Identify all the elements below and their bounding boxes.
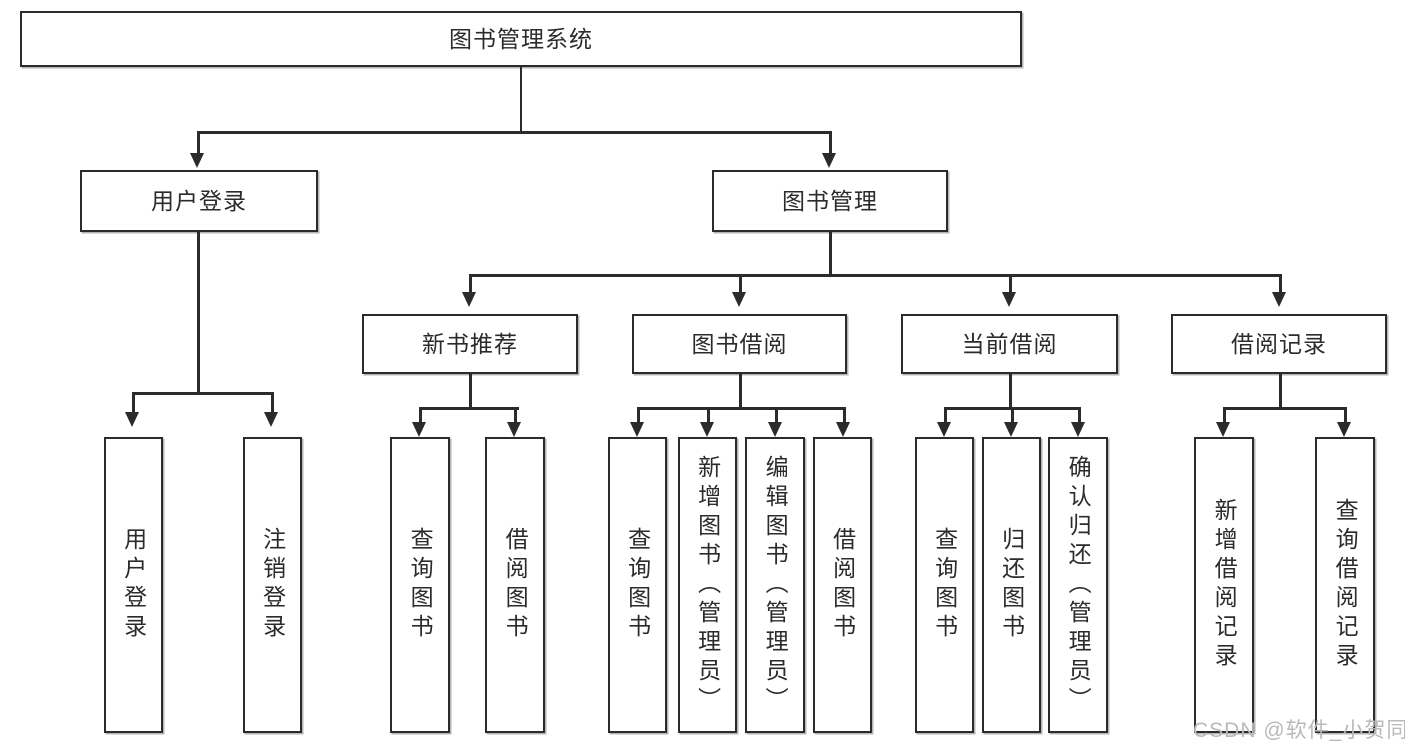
connector-bm-to-book-borrow xyxy=(739,274,742,294)
arrow-borrow-records-leaf-2 xyxy=(1337,422,1351,437)
node-root-library-management-system[interactable]: 图书管理系统 xyxy=(20,11,1022,67)
leaf-new-book-query-books[interactable]: 查询图书 xyxy=(390,437,450,733)
connector-book-borrow-leaf-4 xyxy=(843,407,846,424)
arrow-root-to-book-management xyxy=(822,153,836,168)
connector-book-borrow-leaf-3 xyxy=(775,407,778,424)
connector-root-to-book-management xyxy=(829,131,832,155)
connector-current-borrow-down xyxy=(1009,374,1012,409)
arrow-book-borrow-leaf-3 xyxy=(768,422,782,437)
connector-current-borrow-leaf-3 xyxy=(1078,407,1081,424)
connector-borrow-records-leaf-1 xyxy=(1223,407,1226,424)
leaf-current-borrow-confirm-return-admin[interactable]: 确认归还（管理员） xyxy=(1048,437,1108,733)
arrow-current-borrow-leaf-1 xyxy=(937,422,951,437)
connector-book-management-down xyxy=(829,232,832,276)
connector-book-management-bus xyxy=(470,274,1280,277)
leaf-current-borrow-query-books[interactable]: 查询图书 xyxy=(915,437,974,733)
leaf-book-borrow-add-book-admin[interactable]: 新增图书（管理员） xyxy=(678,437,737,733)
arrow-new-book-leaf-2 xyxy=(507,422,521,437)
connector-borrow-records-leaf-2 xyxy=(1344,407,1347,424)
connector-new-book-leaf-2 xyxy=(514,407,517,424)
node-user-login[interactable]: 用户登录 xyxy=(80,170,318,232)
connector-user-login-bus xyxy=(133,392,273,395)
connector-bm-to-current-borrow xyxy=(1009,274,1012,294)
node-new-book-recommend[interactable]: 新书推荐 xyxy=(362,314,578,374)
watermark-csdn: CSDN @软件_小贺同学 xyxy=(1193,719,1405,742)
connector-current-borrow-leaf-1 xyxy=(944,407,947,424)
connector-user-login-down xyxy=(197,232,200,394)
node-current-borrow[interactable]: 当前借阅 xyxy=(901,314,1118,374)
arrow-user-login-leaf-2 xyxy=(264,412,278,427)
connector-new-book-leaf-1 xyxy=(419,407,422,424)
connector-bm-to-borrow-records xyxy=(1279,274,1282,294)
leaf-book-borrow-borrow-books[interactable]: 借阅图书 xyxy=(813,437,872,733)
connector-root-to-user-login xyxy=(197,131,200,155)
arrow-book-borrow-leaf-2 xyxy=(700,422,714,437)
node-borrow-records[interactable]: 借阅记录 xyxy=(1171,314,1387,374)
arrow-new-book-leaf-1 xyxy=(412,422,426,437)
connector-borrow-records-down xyxy=(1279,374,1282,409)
node-book-management[interactable]: 图书管理 xyxy=(712,170,948,232)
connector-book-borrow-leaf-2 xyxy=(707,407,710,424)
arrow-book-borrow-leaf-4 xyxy=(836,422,850,437)
connector-book-borrow-bus xyxy=(638,407,844,410)
leaf-borrow-records-query-record[interactable]: 查询借阅记录 xyxy=(1315,437,1375,733)
arrow-bm-to-book-borrow xyxy=(732,292,746,307)
leaf-borrow-records-add-record[interactable]: 新增借阅记录 xyxy=(1194,437,1254,733)
arrow-bm-to-new-book xyxy=(462,292,476,307)
leaf-current-borrow-return-books[interactable]: 归还图书 xyxy=(982,437,1041,733)
arrow-borrow-records-leaf-1 xyxy=(1216,422,1230,437)
leaf-new-book-borrow-books[interactable]: 借阅图书 xyxy=(485,437,545,733)
leaf-user-login-logout[interactable]: 注销登录 xyxy=(243,437,302,733)
arrow-bm-to-current-borrow xyxy=(1002,292,1016,307)
connector-book-borrow-down xyxy=(739,374,742,409)
arrow-bm-to-borrow-records xyxy=(1272,292,1286,307)
connector-bm-to-new-book xyxy=(469,274,472,294)
connector-user-login-leaf-1 xyxy=(132,392,135,414)
arrow-book-borrow-leaf-1 xyxy=(630,422,644,437)
arrow-root-to-user-login xyxy=(190,153,204,168)
connector-borrow-records-bus xyxy=(1224,407,1346,410)
connector-new-book-bus xyxy=(420,407,519,410)
arrow-current-borrow-leaf-2 xyxy=(1004,422,1018,437)
connector-book-borrow-leaf-1 xyxy=(637,407,640,424)
connector-current-borrow-leaf-2 xyxy=(1011,407,1014,424)
connector-new-book-down xyxy=(469,374,472,409)
arrow-user-login-leaf-1 xyxy=(125,412,139,427)
connector-root-bus xyxy=(198,131,831,134)
connector-user-login-leaf-2 xyxy=(271,392,274,414)
arrow-current-borrow-leaf-3 xyxy=(1071,422,1085,437)
leaf-user-login-login[interactable]: 用户登录 xyxy=(104,437,163,733)
leaf-book-borrow-edit-book-admin[interactable]: 编辑图书（管理员） xyxy=(745,437,805,733)
node-book-borrow[interactable]: 图书借阅 xyxy=(632,314,847,374)
leaf-book-borrow-query-books[interactable]: 查询图书 xyxy=(608,437,667,733)
connector-root-down xyxy=(519,67,522,132)
